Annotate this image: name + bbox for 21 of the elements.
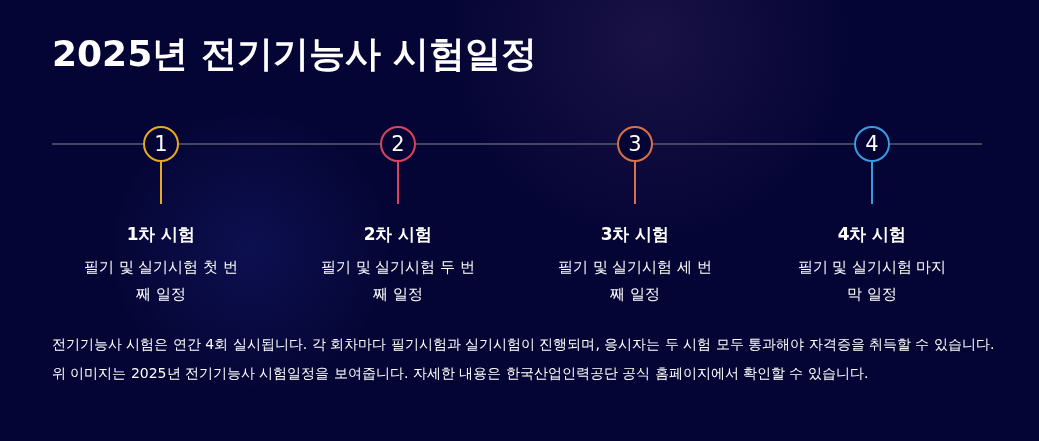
step-description: 필기 및 실기시험 첫 번째 일정 xyxy=(83,258,239,304)
connector-line xyxy=(634,161,636,205)
step-description: 필기 및 실기시험 두 번째 일정 xyxy=(320,258,476,304)
step-heading: 3차 시험 xyxy=(599,223,671,246)
title: 2025년 전기기능사 시험일정 xyxy=(52,32,538,76)
step-circle: 2 xyxy=(380,126,416,162)
step-circle: 4 xyxy=(854,126,890,162)
description-paragraph: 전기기능사 시험은 연간 4회 실시됩니다. 각 회차마다 필기시험과 실기시험이 진행되며, 응시자는 두 시험 모두 통과해야 자격증을 취득할 수 있습니다. 위 이미지는 2025년 전기기능사 시험일정을 보여줍니다. 자세한 내용은 한국산업인력공단 공식 홈페이지에서 확인할 수 있습니다. xyxy=(52,335,996,383)
step-heading: 1차 시험 xyxy=(125,223,197,246)
step-description: 필기 및 실기시험 세 번째 일정 xyxy=(557,258,713,304)
connector-line xyxy=(652,143,855,145)
connector-line xyxy=(415,143,618,145)
connector-line xyxy=(871,161,873,205)
step-circle: 3 xyxy=(617,126,653,162)
step-circle: 1 xyxy=(143,126,179,162)
connector-line xyxy=(160,161,162,205)
step-description: 필기 및 실기시험 마지막 일정 xyxy=(796,258,948,304)
connector-line xyxy=(397,161,399,205)
step-heading: 2차 시험 xyxy=(362,223,434,246)
step-heading: 4차 시험 xyxy=(836,223,908,246)
connector-line xyxy=(178,143,381,145)
